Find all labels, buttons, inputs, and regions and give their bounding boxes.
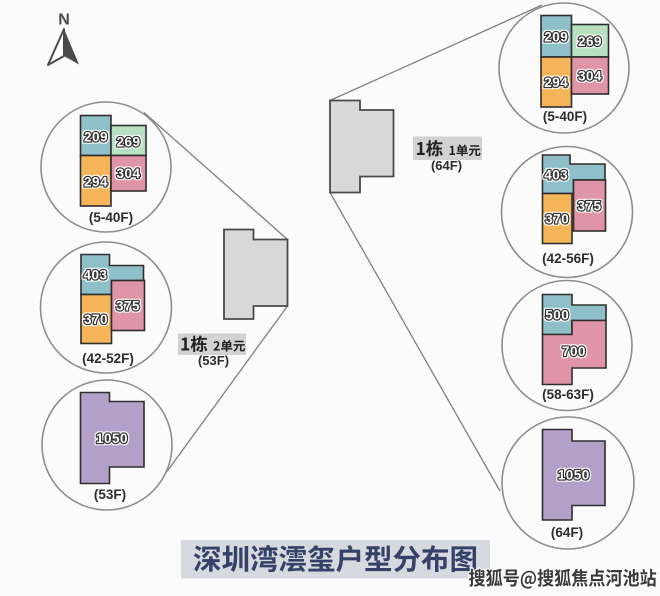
left-view-1-floors: (5-40F) — [89, 210, 133, 225]
title-bar — [181, 540, 490, 579]
unit-370-block-left — [80, 293, 113, 345]
unit-375-block-left — [110, 279, 146, 332]
unit-1050-area-left: 1050 — [96, 431, 128, 446]
right-building-group: (64F) 209 269 294 304 (5-40F) 403 375 37… — [329, 2, 635, 550]
unit-304-block-right — [570, 56, 610, 95]
left-unit-label-unit — [213, 339, 245, 352]
north-label: N — [58, 12, 70, 29]
unit-375-area-left: 375 — [116, 299, 140, 314]
left-callout-line-top — [143, 112, 288, 240]
unit-269-block-left — [110, 124, 147, 157]
unit-403-area-left: 403 — [83, 268, 107, 283]
unit-370-block-right — [541, 192, 573, 245]
right-view-3-floors: (58-63F) — [542, 387, 594, 402]
right-view-58-63f: 500 700 (58-63F) — [501, 279, 633, 412]
north-indicator: N — [47, 12, 79, 66]
left-unit-label: (53F) — [178, 333, 246, 368]
left-unit-label-building — [181, 335, 208, 353]
right-unit-label: (64F) — [413, 136, 482, 173]
unit-269-area-left: 269 — [116, 135, 140, 150]
unit-700-block-right — [541, 319, 607, 386]
unit-269-block-right — [570, 23, 610, 58]
unit-294-block-left — [79, 154, 112, 207]
unit-370-area-left: 370 — [84, 312, 108, 327]
right-view-circle-3 — [501, 279, 633, 412]
left-building-footprint — [223, 228, 289, 320]
unit-304-block-left — [110, 154, 147, 192]
left-view-circle-3 — [41, 379, 173, 511]
right-view-circle-4 — [501, 416, 635, 550]
left-building-group: (53F) 209 269 294 304 (5-40F) 403 375 37… — [39, 101, 289, 511]
right-building-footprint — [329, 99, 395, 194]
north-arrow-icon — [64, 29, 79, 65]
unit-700-area-right: 700 — [562, 344, 586, 359]
right-view-5-40f: 209 269 294 304 (5-40F) — [498, 2, 630, 134]
unit-403-area-right: 403 — [544, 168, 568, 183]
left-view-circle-2 — [39, 241, 173, 374]
watermark — [467, 567, 658, 590]
unit-209-area-left: 209 — [84, 130, 108, 145]
page-title — [193, 544, 477, 573]
unit-375-area-right: 375 — [577, 199, 601, 214]
right-callout-line-top — [329, 4, 543, 102]
north-arrow-outline-icon — [47, 28, 65, 66]
left-view-2-floors: (42-52F) — [82, 351, 134, 366]
right-unit-label-unit — [449, 144, 481, 157]
left-view-3-floors: (53F) — [94, 487, 126, 502]
unit-1050-block-left — [79, 391, 145, 485]
unit-304-area-left: 304 — [116, 166, 140, 181]
right-view-1-floors: (5-40F) — [543, 109, 587, 124]
unit-294-area-right: 294 — [544, 75, 568, 90]
callout-lines — [143, 4, 543, 492]
left-view-53f: 1050 (53F) — [41, 379, 173, 511]
left-view-5-40f: 209 269 294 304 (5-40F) — [40, 101, 172, 233]
right-view-2-floors: (42-56F) — [542, 251, 594, 266]
left-view-circle-1 — [40, 101, 172, 233]
unit-1050-block-right — [541, 428, 606, 521]
unit-209-block-left — [79, 114, 112, 157]
right-view-4-floors: (64F) — [551, 525, 583, 540]
unit-209-area-right: 209 — [544, 30, 568, 45]
right-building-floors: (64F) — [431, 158, 462, 173]
unit-375-block-right — [572, 179, 607, 232]
unit-294-area-left: 294 — [84, 175, 108, 190]
left-callout-line-bottom — [166, 305, 289, 472]
left-building-floors: (53F) — [198, 353, 229, 368]
unit-269-area-right: 269 — [578, 34, 602, 49]
right-unit-label-building — [416, 140, 443, 157]
right-view-circle-1 — [498, 2, 630, 134]
right-callout-line-bottom — [329, 192, 501, 492]
unit-500-area-right: 500 — [545, 308, 569, 323]
right-unit-label-box — [413, 136, 482, 160]
unit-304-area-right: 304 — [578, 69, 602, 84]
unit-1050-area-right: 1050 — [558, 468, 590, 483]
right-view-42-56f: 403 375 370 (42-56F) — [500, 145, 634, 279]
left-view-42-52f: 403 375 370 (42-52F) — [39, 241, 173, 374]
right-view-circle-2 — [500, 145, 634, 279]
unit-370-area-right: 370 — [545, 212, 569, 227]
right-view-64f: 1050 (64F) — [501, 416, 635, 550]
